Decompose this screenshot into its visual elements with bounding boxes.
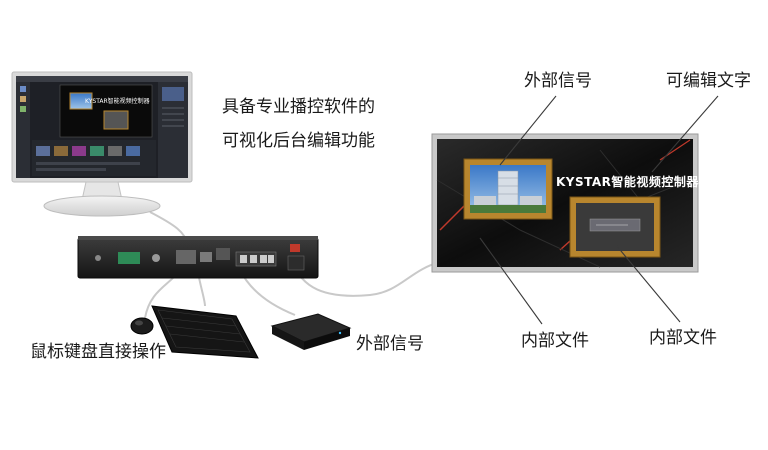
keyboard	[151, 305, 259, 359]
callout-editable-text	[651, 95, 719, 173]
media-thumb	[90, 146, 104, 156]
media-thumb	[54, 146, 68, 156]
greenery	[470, 205, 546, 213]
port	[216, 248, 230, 260]
tool-icon	[20, 106, 26, 112]
callout-internal-file-left	[479, 237, 543, 325]
port	[152, 254, 160, 262]
editable-text-label: 可编辑文字	[666, 71, 751, 91]
hdmi-port	[176, 250, 196, 264]
callout-internal-file-right	[615, 244, 681, 323]
power-socket	[287, 255, 305, 271]
usb-port	[200, 252, 212, 262]
media-thumb	[72, 146, 86, 156]
tool-icon	[20, 86, 26, 92]
properties-preview	[162, 87, 184, 101]
mouse	[130, 317, 154, 335]
video-controller	[77, 236, 319, 279]
software-feature-line1: 具备专业播控软件的	[222, 97, 375, 117]
screen-title-text: KYSTAR智能视频控制器	[556, 175, 699, 189]
external-signal-screen-label: 外部信号	[524, 71, 592, 91]
software-feature-line2: 可视化后台编辑功能	[222, 131, 375, 151]
device-front	[304, 328, 350, 350]
monitor-canvas-title: KYSTAR智能视频控制器	[85, 98, 150, 105]
power-switch	[290, 244, 300, 252]
device-side	[272, 326, 304, 350]
internal-file-right-label: 内部文件	[649, 328, 717, 348]
tool-icon	[20, 96, 26, 102]
terminal-block	[118, 252, 140, 264]
external-signal-device	[270, 313, 352, 350]
internal-file-left-label: 内部文件	[521, 331, 589, 351]
media-thumb	[36, 146, 50, 156]
controller-body	[77, 237, 319, 279]
mouse-body	[130, 317, 154, 335]
canvas-internal-window	[103, 110, 129, 130]
media-thumb	[108, 146, 122, 156]
external-signal-device-label: 外部信号	[356, 334, 424, 354]
media-thumb	[126, 146, 140, 156]
keyboard-body	[151, 305, 259, 359]
canvas-external-window	[69, 92, 93, 110]
device-led	[338, 331, 342, 335]
monitor	[11, 71, 193, 217]
keyboard-mouse-label: 鼠标键盘直接操作	[30, 342, 166, 362]
monitor-base	[43, 195, 161, 217]
port	[95, 255, 101, 261]
callout-external-signal	[499, 95, 557, 166]
software-toolbar	[16, 82, 30, 178]
building	[497, 170, 519, 206]
display-screen	[431, 133, 699, 273]
callout-lines	[479, 95, 719, 325]
software-menubar	[16, 76, 188, 82]
